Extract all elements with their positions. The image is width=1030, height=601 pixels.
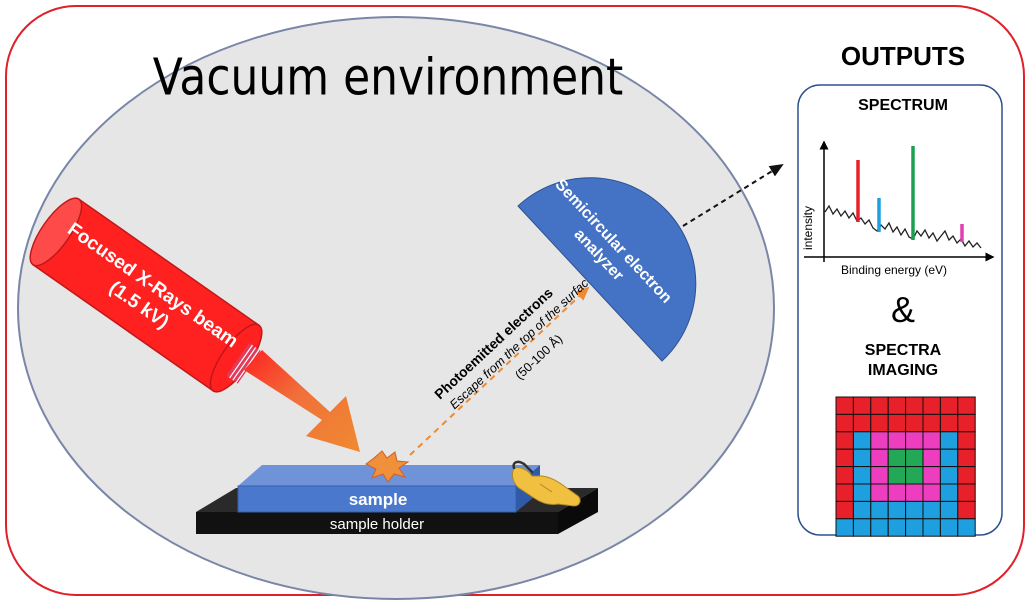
imaging-pixel (957, 431, 976, 450)
sample-label: sample (349, 490, 408, 509)
vacuum-chamber (17, 16, 775, 600)
spectra-imaging-grid (835, 396, 976, 537)
imaging-pixel (852, 413, 872, 433)
imaging-pixel (922, 518, 941, 537)
imaging-pixel (887, 448, 907, 468)
imaging-pixel (905, 396, 924, 415)
imaging-pixel (939, 518, 959, 537)
imaging-pixel (905, 483, 924, 502)
xray-beam-arrow (244, 350, 360, 452)
imaging-pixel (852, 483, 872, 502)
imaging-pixel (905, 466, 924, 485)
imaging-pixel (905, 500, 924, 520)
imaging-pixel (835, 431, 854, 450)
imaging-pixel (870, 466, 889, 485)
imaging-title-line1: SPECTRA (865, 342, 942, 359)
imaging-pixel (939, 483, 959, 502)
output-arrow (682, 163, 784, 227)
spectrum-ylabel: intensity (801, 206, 815, 250)
vacuum-label: Vacuum environment (153, 48, 624, 107)
glove-icon (511, 460, 581, 507)
imaging-pixel (957, 448, 976, 468)
imaging-pixel (957, 518, 976, 537)
imaging-pixel (957, 466, 976, 485)
imaging-pixel (905, 448, 924, 468)
imaging-pixel (957, 396, 976, 415)
imaging-pixel (887, 466, 907, 485)
imaging-pixel (939, 500, 959, 520)
imaging-pixel (905, 413, 924, 433)
imaging-pixel (870, 413, 889, 433)
imaging-pixel (852, 500, 872, 520)
spectrum-xlabel: Binding energy (eV) (841, 263, 947, 277)
imaging-pixel (870, 518, 889, 537)
outputs-heading: OUTPUTS (841, 41, 965, 71)
imaging-pixel (939, 466, 959, 485)
imaging-pixel (852, 466, 872, 485)
imaging-pixel (922, 500, 941, 520)
imaging-pixel (957, 413, 976, 433)
imaging-pixel (835, 466, 854, 485)
imaging-pixel (922, 413, 941, 433)
imaging-pixel (922, 483, 941, 502)
imaging-pixel (957, 500, 976, 520)
imaging-pixel (939, 431, 959, 450)
imaging-pixel (957, 483, 976, 502)
imaging-pixel (922, 466, 941, 485)
imaging-pixel (870, 431, 889, 450)
imaging-pixel (922, 396, 941, 415)
ampersand-label: & (891, 289, 915, 330)
imaging-pixel (905, 431, 924, 450)
imaging-pixel (870, 396, 889, 415)
photoelectron-path (409, 286, 590, 456)
imaging-pixel (887, 413, 907, 433)
imaging-pixel (939, 448, 959, 468)
spectrum-title: SPECTRUM (858, 97, 948, 114)
imaging-pixel (835, 483, 854, 502)
imaging-pixel (852, 448, 872, 468)
imaging-pixel (887, 396, 907, 415)
imaging-pixel (835, 396, 854, 415)
imaging-title-line2: IMAGING (868, 362, 938, 379)
imaging-pixel (922, 431, 941, 450)
imaging-pixel (887, 518, 907, 537)
imaging-pixel (852, 431, 872, 450)
imaging-pixel (887, 483, 907, 502)
imaging-pixel (939, 396, 959, 415)
imaging-pixel (835, 500, 854, 520)
spectrum-plot: intensity Binding energy (eV) (801, 140, 995, 277)
imaging-pixel (939, 413, 959, 433)
imaging-pixel (835, 518, 854, 537)
imaging-pixel (922, 448, 941, 468)
imaging-pixel (852, 518, 872, 537)
imaging-pixel (887, 431, 907, 450)
imaging-pixel (905, 518, 924, 537)
imaging-pixel (835, 448, 854, 468)
impact-burst (365, 450, 410, 483)
imaging-pixel (870, 448, 889, 468)
holder-label: sample holder (330, 516, 424, 533)
imaging-pixel (887, 500, 907, 520)
outer-frame (5, 5, 1025, 596)
imaging-pixel (835, 413, 854, 433)
spectrum-baseline (824, 204, 982, 249)
imaging-pixel (852, 396, 872, 415)
imaging-pixel (870, 483, 889, 502)
imaging-pixel (870, 500, 889, 520)
